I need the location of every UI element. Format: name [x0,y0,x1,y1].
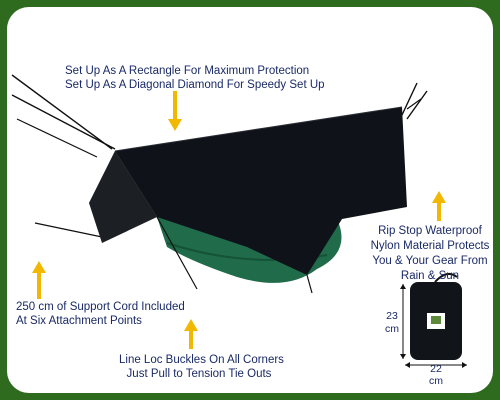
guy-line [406,98,422,110]
arrow-right [432,191,446,221]
tarp-side-panel [89,151,157,243]
bag-width-unit: cm [429,375,443,387]
callout-cord-2: At Six Attachment Points [16,315,142,327]
callout-material-3: You & Your Gear From [372,255,488,267]
callout-buckles-1: Line Loc Buckles On All Corners [119,354,284,366]
callout-buckles-2: Just Pull to Tension Tie Outs [126,368,272,380]
arrow-top [168,91,182,131]
callout-material-4: Rain & Sun [400,270,460,282]
guy-line [11,74,113,150]
callout-cord-1: 250 cm of Support Cord Included [16,301,185,313]
guy-line [406,90,428,120]
bag-height-value: 23 [386,310,398,322]
guy-line [34,222,103,238]
support-line [156,216,198,290]
tarp-illustration [11,74,467,368]
guy-line [16,118,98,158]
bag-height-unit: cm [385,323,399,335]
callout-diamond: Set Up As A Diagonal Diamond For Speedy … [65,79,325,91]
callout-rectangle: Set Up As A Rectangle For Maximum Protec… [65,65,310,77]
storage-bag [400,272,467,368]
tarp-shape [115,107,407,275]
callout-material-1: Rip Stop Waterproof [378,225,482,237]
bag-width-value: 22 [430,363,442,375]
product-panel: Set Up As A Rectangle For Maximum Protec… [7,7,493,393]
support-line [306,274,313,294]
guy-line [11,94,116,150]
arrow-left [32,261,46,299]
arrow-bottom [184,319,198,349]
callout-material-2: Nylon Material Protects [370,240,490,252]
guy-line [401,82,418,116]
